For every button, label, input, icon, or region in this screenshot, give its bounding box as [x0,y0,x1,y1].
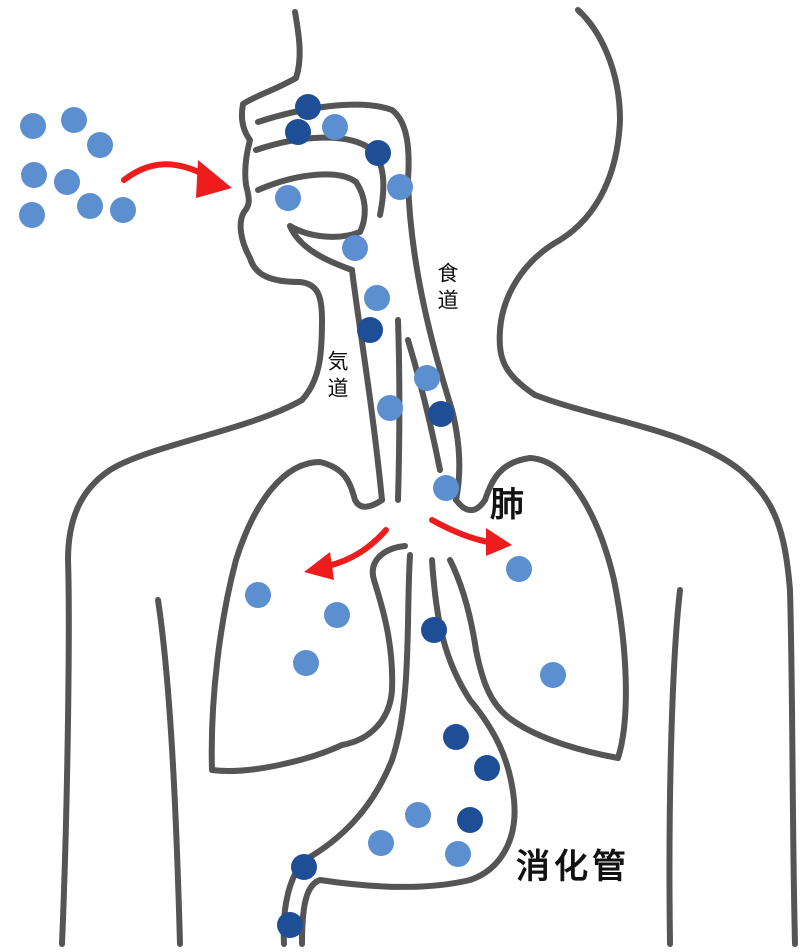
particle-light [54,169,80,195]
particle-light [322,114,348,140]
particle-dark [443,724,469,750]
particle-dark [365,140,391,166]
particle-dark [474,755,500,781]
particle-light [445,841,471,867]
particle-dark [285,119,311,145]
digestive-tract [284,555,515,944]
back-head-outline [500,10,620,395]
body-outline [62,10,795,944]
left-lung-outline [212,462,392,771]
particle-light [275,185,301,211]
red-curved-arrow-right-lung [432,520,512,556]
particle-light [506,556,532,582]
particle-light [364,285,390,311]
particles [19,94,566,938]
particle-dark [295,94,321,120]
particle-light [405,802,431,828]
right-lung-outline [450,458,626,758]
particle-light [245,582,271,608]
shoulder-left-outline [62,400,302,944]
particle-light [342,235,368,261]
label-lung: 肺 [490,488,524,522]
particle-light [77,193,103,219]
arm-right-outline [669,590,680,944]
particle-dark [428,401,454,427]
particle-light [110,197,136,223]
particle-light [368,830,394,856]
particle-light [377,395,403,421]
lungs [212,458,626,771]
particle-dark [291,854,317,880]
left-lung-inner [373,546,405,580]
particle-light [87,132,113,158]
particle-light [324,602,350,628]
neck-front-outline [302,320,322,400]
particle-light [433,475,459,501]
red-curved-arrow-inhale [124,160,232,198]
label-esophagus: 食道 [436,262,457,316]
label-trachea: 気道 [326,350,347,404]
particle-light [19,202,45,228]
particle-dark [357,317,383,343]
airways [256,105,459,500]
particle-light [20,113,46,139]
arm-left-outline [158,600,180,944]
particle-light [61,107,87,133]
mouth-cavity [258,174,365,236]
label-digestive-tract: 消化管 [516,850,630,884]
particle-light [21,162,47,188]
particle-light [540,662,566,688]
particle-light [293,650,319,676]
particle-dark [421,617,447,643]
particle-light [387,174,413,200]
particle-dark [457,807,483,833]
particle-dark [277,912,303,938]
head-back-outline [295,12,300,78]
particle-light [414,365,440,391]
